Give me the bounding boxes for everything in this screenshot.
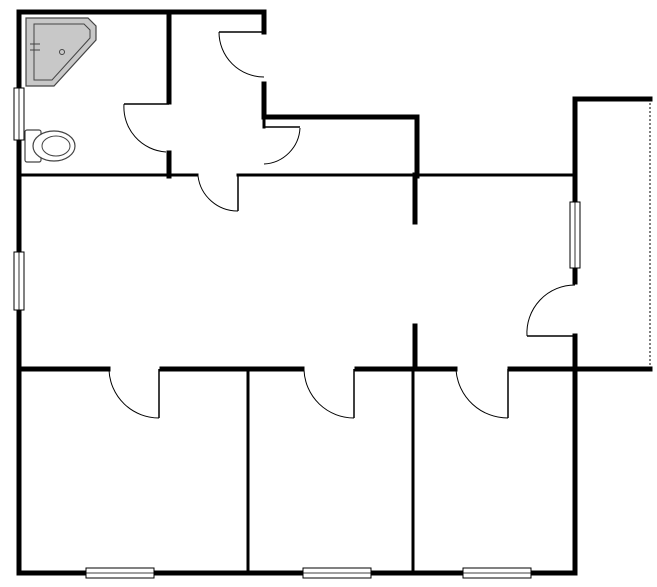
window-bedroom-right	[462, 567, 532, 579]
window-main-right	[569, 201, 581, 269]
corner-sink-icon	[25, 17, 97, 87]
windows	[13, 87, 581, 579]
window-main-left	[13, 251, 25, 311]
door-bedroom-right[interactable]	[455, 369, 509, 419]
toilet-icon	[24, 129, 76, 163]
bathroom-fixtures	[24, 17, 97, 163]
door-utility[interactable]	[263, 126, 301, 165]
door-hall-main[interactable]	[197, 175, 239, 212]
window-bathroom	[13, 87, 25, 141]
door-bathroom[interactable]	[123, 103, 169, 153]
door-entry[interactable]	[218, 31, 265, 78]
window-bedroom-middle	[302, 567, 372, 579]
doors	[108, 31, 576, 419]
door-bedroom-left[interactable]	[108, 369, 160, 419]
door-balcony[interactable]	[526, 284, 576, 337]
window-bedroom-left	[85, 567, 155, 579]
walls	[16, 9, 653, 576]
door-bedroom-middle[interactable]	[303, 369, 355, 419]
